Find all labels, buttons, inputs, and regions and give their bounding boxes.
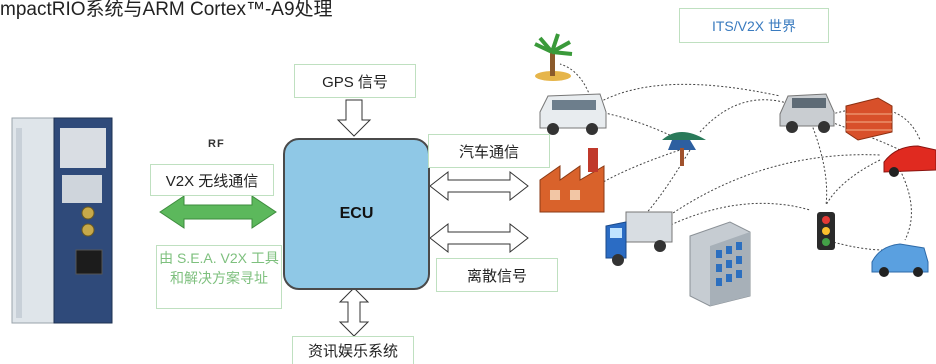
sea-v2x-note: 由 S.E.A. V2X 工具和解决方案寻址 — [156, 245, 282, 309]
red-car-icon — [883, 145, 936, 177]
car-comm-arrow — [429, 170, 529, 202]
rf-label: RF — [208, 138, 225, 150]
discrete-signal-label: 离散信号 — [436, 258, 558, 292]
brick-wall-icon — [845, 97, 893, 141]
palm-tree-icon — [534, 33, 573, 81]
discrete-arrow — [429, 222, 529, 254]
building-icon — [689, 221, 751, 307]
page-title: mpactRIO系统与ARM Cortex™-A9处理 — [0, 0, 333, 20]
its-connection-lines — [559, 63, 921, 251]
gps-signal-label: GPS 信号 — [294, 64, 416, 98]
v2x-wireless-label: V2X 无线通信 — [150, 164, 274, 196]
infotainment-label: 资讯娱乐系统 — [292, 336, 414, 364]
infotainment-arrow — [338, 287, 370, 337]
roadside-unit-icon — [662, 132, 706, 166]
crio-device-icon — [11, 117, 113, 324]
car-comm-label: 汽车通信 — [428, 134, 550, 168]
factory-icon — [539, 148, 605, 213]
traffic-light-icon — [817, 212, 835, 250]
blue-car-icon — [871, 243, 929, 277]
van-icon — [539, 93, 607, 135]
its-v2x-world-label: ITS/V2X 世界 — [679, 8, 829, 43]
v2x-wireless-arrow — [159, 195, 277, 229]
ecu-block: ECU — [283, 138, 430, 290]
truck-icon — [605, 211, 673, 266]
gps-arrow — [336, 99, 372, 137]
grey-car-icon — [779, 93, 835, 133]
